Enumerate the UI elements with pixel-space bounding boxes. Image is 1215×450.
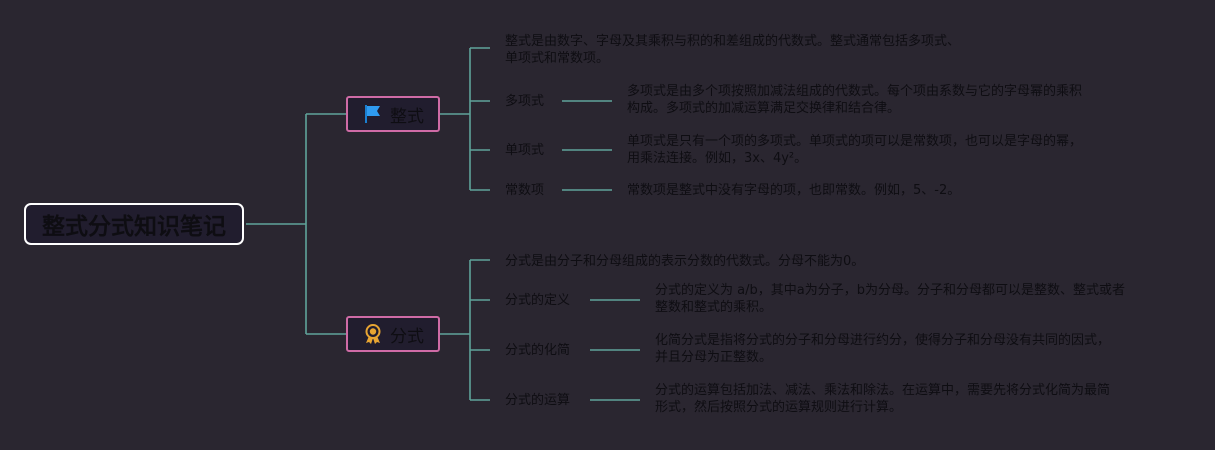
award-ribbon-icon xyxy=(362,323,384,345)
desc-duoxiangshi: 多项式是由多个项按照加减法组成的代数式。每个项由系数与它的字母幂的乘积 构成。多… xyxy=(627,84,1083,116)
desc-fenshi-huajian: 化简分式是指将分式的分子和分母进行约分，使得分子和分母没有共同的因式， 并且分母… xyxy=(655,333,1111,365)
subtopic-danxiangshi[interactable]: 单项式 xyxy=(505,143,545,158)
root-node[interactable]: 整式分式知识笔记 xyxy=(24,203,244,245)
topic-label: 整式 xyxy=(390,106,424,127)
subtopic-changshuxiang[interactable]: 常数项 xyxy=(505,183,545,198)
subtopic-fenshi-huajian[interactable]: 分式的化简 xyxy=(505,343,571,358)
summary-fenshi: 分式是由分子和分母组成的表示分数的代数式。分母不能为0。 xyxy=(505,254,865,269)
flag-icon xyxy=(362,103,384,125)
topic-label: 分式 xyxy=(390,326,424,347)
topic-fenshi[interactable]: 分式 xyxy=(346,316,440,352)
subtopic-fenshi-dingyi[interactable]: 分式的定义 xyxy=(505,293,571,308)
desc-danxiangshi: 单项式是只有一个项的多项式。单项式的项可以是常数项，也可以是字母的幂， 用乘法连… xyxy=(627,134,1083,166)
subtopic-duoxiangshi[interactable]: 多项式 xyxy=(505,94,545,109)
subtopic-fenshi-yunsuan[interactable]: 分式的运算 xyxy=(505,393,571,408)
desc-fenshi-yunsuan: 分式的运算包括加法、减法、乘法和除法。在运算中，需要先将分式化简为最简 形式，然… xyxy=(655,383,1111,415)
topic-zhengshi[interactable]: 整式 xyxy=(346,96,440,132)
desc-fenshi-dingyi: 分式的定义为 a/b，其中a为分子，b为分母。分子和分母都可以是整数、整式或者 … xyxy=(655,283,1125,315)
desc-changshuxiang: 常数项是整式中没有字母的项，也即常数。例如，5、-2。 xyxy=(627,183,961,198)
summary-zhengshi: 整式是由数字、字母及其乘积与积的和差组成的代数式。整式通常包括多项式、 单项式和… xyxy=(505,34,961,66)
root-title: 整式分式知识笔记 xyxy=(42,214,226,240)
